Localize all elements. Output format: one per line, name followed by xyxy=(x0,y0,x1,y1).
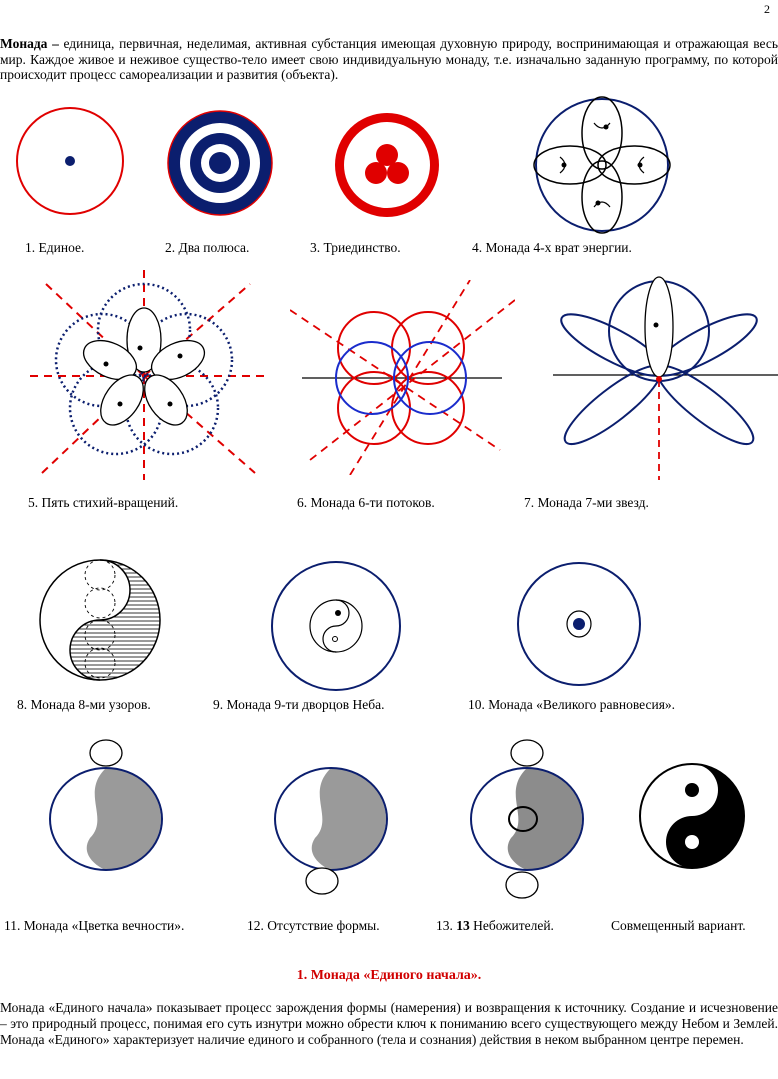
figure-3-trinity xyxy=(335,113,439,217)
caption-14: Совмещенный вариант. xyxy=(611,918,746,933)
figure-9-nine-palaces xyxy=(271,561,401,691)
caption-5: 5. Пять стихий-вращений. xyxy=(28,495,179,510)
caption-7: 7. Монада 7-ми звезд. xyxy=(524,495,649,510)
caption-1: 1. Единое. xyxy=(25,240,85,255)
caption-4: 4. Монада 4-х врат энергии. xyxy=(472,240,632,255)
figure-2-two-poles xyxy=(167,110,273,216)
caption-3: 3. Триединство. xyxy=(310,240,401,255)
figure-10-great-equilibrium xyxy=(517,562,641,686)
figure-1-single xyxy=(16,107,124,215)
caption-12: 12. Отсутствие формы. xyxy=(247,918,380,933)
figure-12-absence-of-form xyxy=(274,767,388,895)
figure-4-four-gates xyxy=(533,96,671,234)
figure-7-seven-stars xyxy=(553,276,778,480)
page-number: 2 xyxy=(764,2,770,16)
intro-term: Монада – xyxy=(0,36,59,51)
intro-paragraph: Монада – единица, первичная, неделимая, … xyxy=(0,36,778,83)
figure-5-five-elements xyxy=(30,270,266,480)
caption-13: 13. 13 Небожителей. xyxy=(436,918,554,933)
caption-2: 2. Два полюса. xyxy=(165,240,250,255)
caption-11: 11. Монада «Цветка вечности». xyxy=(4,918,185,933)
section-heading: 1. Монада «Единого начала». xyxy=(296,968,482,983)
body-paragraph: Монада «Единого начала» показывает проце… xyxy=(0,1000,778,1047)
intro-text: единица, первичная, неделимая, активная … xyxy=(0,36,778,82)
caption-13-rest: Небожителей. xyxy=(469,918,554,933)
figure-14-combined-yin-yang xyxy=(639,763,745,869)
caption-6: 6. Монада 6-ти потоков. xyxy=(297,495,435,510)
caption-10: 10. Монада «Великого равновесия». xyxy=(468,697,676,712)
figure-11-flower-of-eternity xyxy=(49,739,163,871)
figure-6-six-streams xyxy=(290,280,515,475)
figure-8-eight-patterns xyxy=(39,559,161,681)
caption-9: 9. Монада 9-ти дворцов Неба. xyxy=(213,697,385,712)
figure-13-thirteen-celestials xyxy=(470,739,584,899)
caption-8: 8. Монада 8-ми узоров. xyxy=(17,697,151,712)
caption-13-bold: 13 xyxy=(456,918,470,933)
